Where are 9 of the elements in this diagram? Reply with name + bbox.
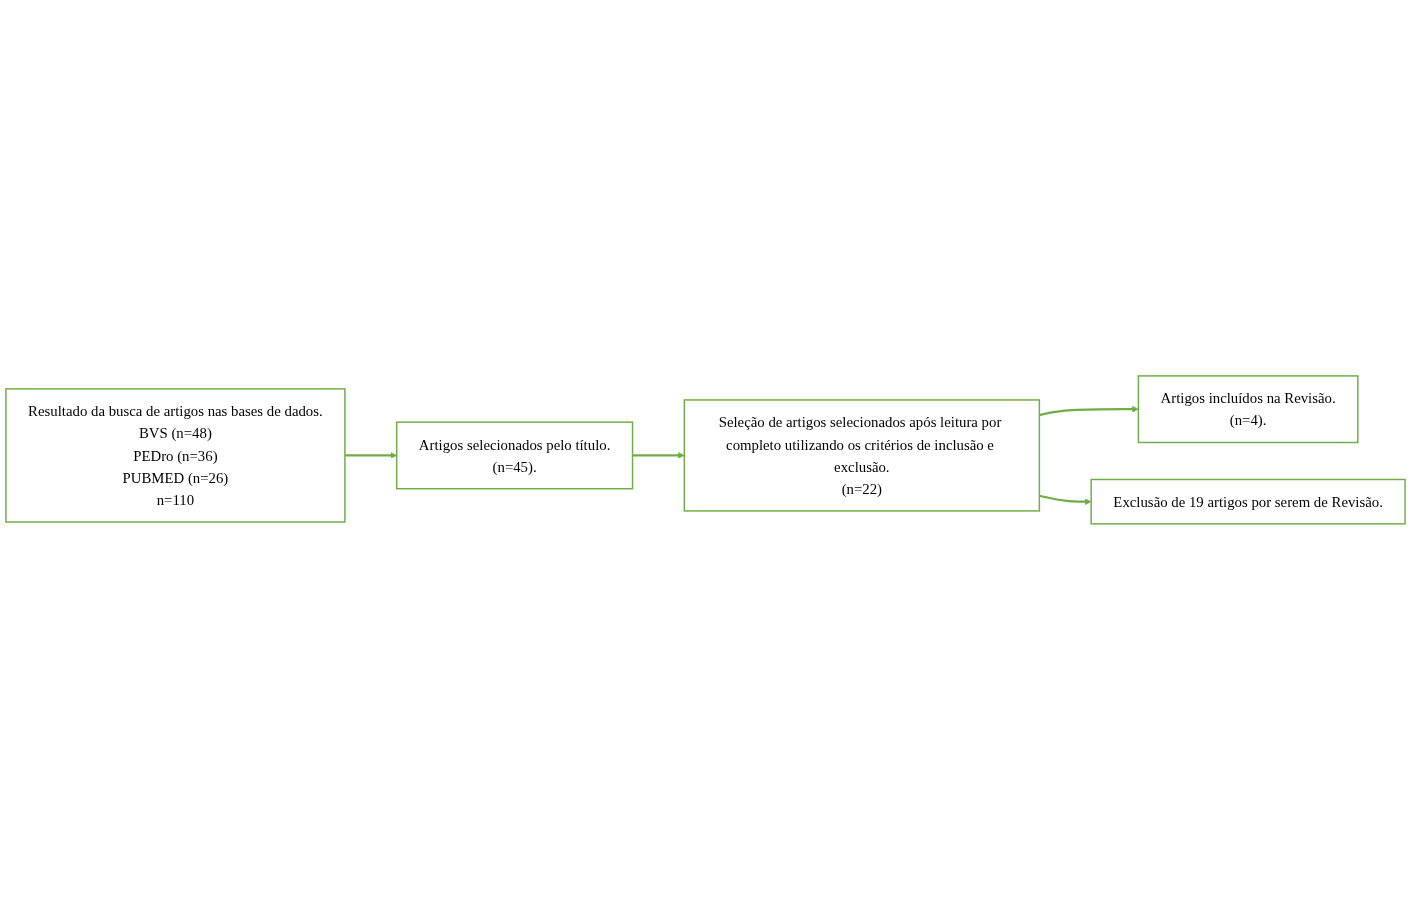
arrow — [344, 451, 397, 459]
arrow — [1039, 494, 1092, 505]
node-box: Artigos incluídos na Revisão. (n=4). — [1137, 374, 1359, 443]
node-box: Exclusão de 19 artigos por serem de Revisão. — [1090, 478, 1406, 525]
arrow — [1039, 405, 1139, 416]
node-box: Resultado da busca de artigos nas bases de dados. BVS (n=48) PEDro (n=36) PUBMED (n=26) n=110 — [5, 387, 346, 523]
node-box: Artigos selecionados pelo título. (n=45). — [395, 421, 634, 490]
arrow — [632, 451, 685, 459]
node-box: Seleção de artigos selecionados após leitura por completo utilizando os critérios de inclusão e exclusão. (n=22) — [683, 398, 1041, 512]
